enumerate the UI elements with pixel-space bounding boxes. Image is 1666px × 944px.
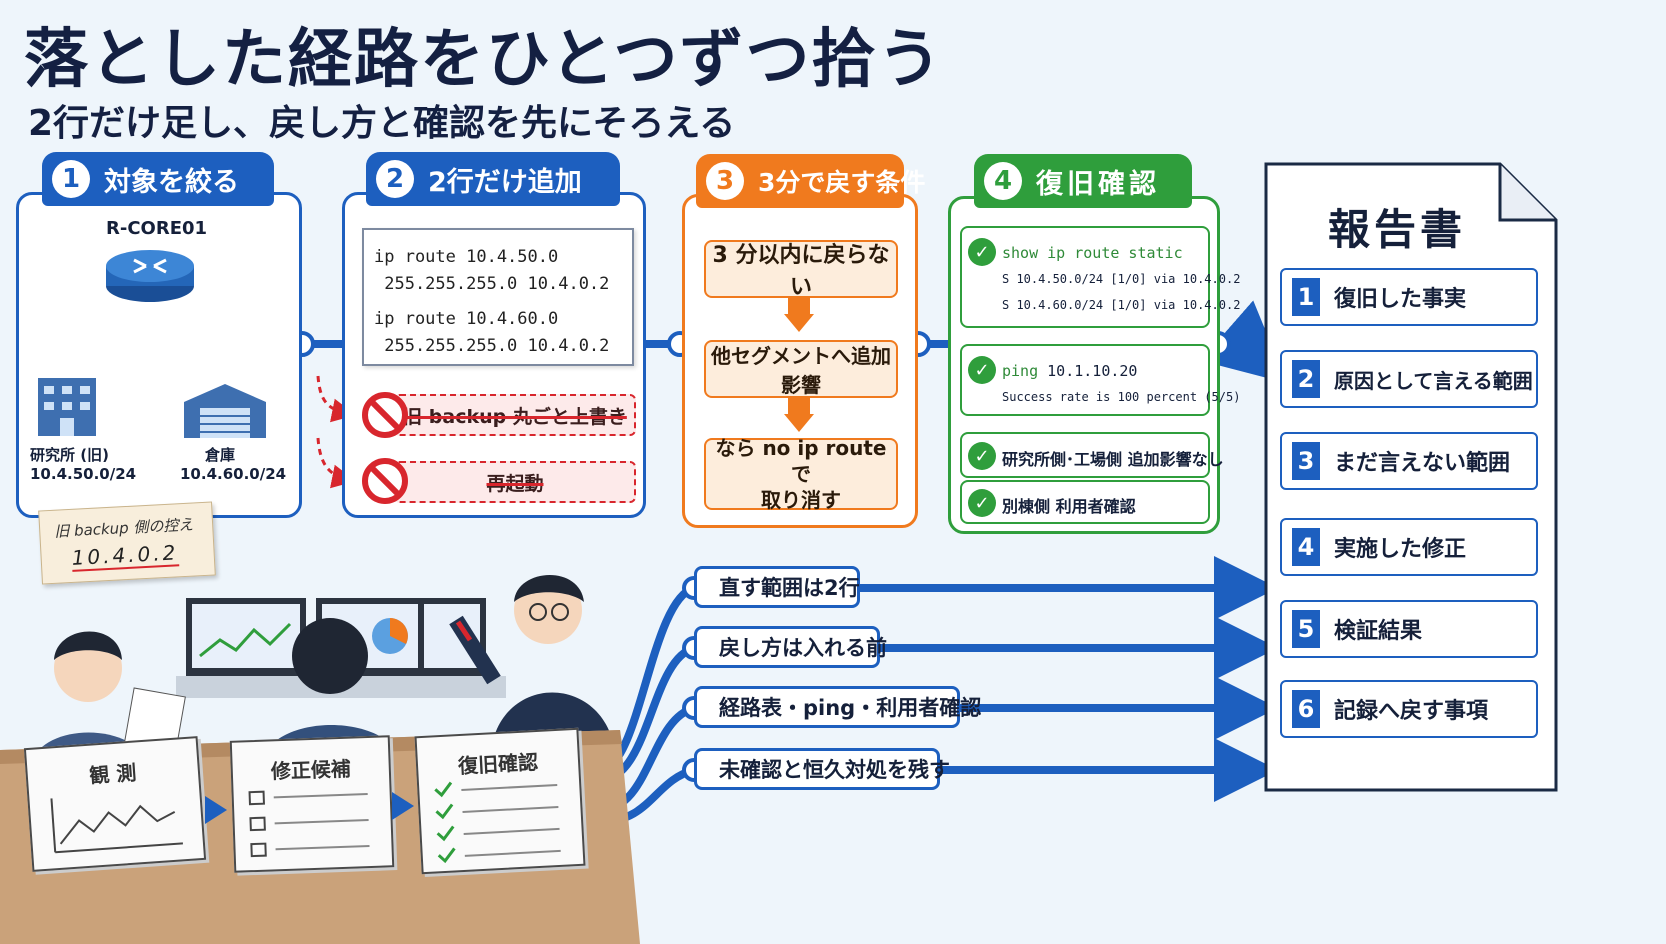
- check-user-confirm-label: 別棟側 利用者確認: [1002, 497, 1136, 516]
- sheet-fix-candidate-label: 修正候補: [270, 756, 352, 784]
- down-arrow-icon: [784, 314, 814, 332]
- route-config-snippet: ip route 10.4.50.0 255.255.255.0 10.4.0.…: [362, 228, 634, 366]
- step1-number: 1: [52, 160, 90, 198]
- prohibited-icon: [362, 392, 408, 438]
- check-other-sites-label: 研究所側･工場側 追加影響なし: [1002, 450, 1224, 469]
- rollback-action: なら no ip route で 取り消す: [704, 436, 898, 512]
- step2-tab: 2 2行だけ追加: [366, 152, 620, 206]
- report-title: 報告書: [1328, 205, 1467, 254]
- router-label: R-CORE01: [106, 218, 208, 239]
- rollback-condition-impact: 他セグメントへ追加影響: [704, 340, 898, 398]
- check-other-sites: ✓ 研究所側･工場側 追加影響なし: [960, 432, 1224, 478]
- flow-verification: 経路表・ping・利用者確認: [694, 686, 981, 728]
- step2-number: 2: [376, 160, 414, 198]
- down-arrow-icon: [788, 298, 810, 316]
- check-icon: ✓: [968, 442, 996, 470]
- check-route-output-1: S 10.4.50.0/24 [1/0] via 10.4.0.2: [1002, 272, 1241, 286]
- page-title: 落とした経路をひとつずつ拾う: [24, 23, 944, 97]
- step3-title: 3分で戻す条件: [758, 168, 926, 197]
- sheet-fix-candidate: 修正候補: [229, 735, 395, 873]
- check-ping-output: Success rate is 100 percent (5/5): [1002, 390, 1241, 404]
- step2-title: 2行だけ追加: [428, 166, 582, 198]
- code-line-4: 255.255.255.0 10.4.0.2: [374, 336, 610, 356]
- lab-building-icon: [38, 378, 96, 436]
- rollback-action-line2: 取り消す: [761, 488, 841, 512]
- checklist-icon: [434, 781, 561, 864]
- page-subtitle: 2行だけ足し、戻し方と確認を先にそろえる: [28, 103, 736, 144]
- arrow-right-icon: [392, 792, 414, 820]
- warehouse-site-label: 倉庫: [205, 446, 236, 464]
- check-icon: ✓: [968, 356, 996, 384]
- step1-panel: [16, 192, 302, 518]
- check-route-table: ✓ show ip route static S 10.4.50.0/24 [1…: [960, 226, 1240, 328]
- lab-site-label: 研究所 (旧): [30, 446, 109, 464]
- flow-scope: 直す範囲は2行: [694, 566, 860, 608]
- line-graph-icon: [50, 798, 183, 854]
- code-line-2: 255.255.255.0 10.4.0.2: [374, 274, 610, 294]
- forbid-overwrite: 旧 backup 丸ごと上書き: [394, 394, 636, 436]
- step3-tab: 3 3分で戻す条件: [696, 154, 925, 208]
- warehouse-icon: [184, 384, 266, 438]
- check-user-confirm: ✓ 別棟側 利用者確認: [960, 480, 1210, 524]
- sheet-observation: 観 測: [23, 736, 207, 872]
- step4-tab: 4 復旧確認: [974, 154, 1192, 208]
- arrow-right-icon: [205, 796, 227, 824]
- warehouse-network: 10.4.60.0/24: [180, 465, 287, 483]
- check-route-output-2: S 10.4.60.0/24 [1/0] via 10.4.0.2: [1002, 298, 1241, 312]
- backup-note-label: 旧 backup 側の控え: [53, 515, 194, 541]
- check-ping: ✓ ping 10.1.10.20 Success rate is 100 pe…: [960, 344, 1240, 416]
- code-line-3: ip route 10.4.60.0: [374, 309, 559, 329]
- check-ping-command: ping 10.1.10.20: [1002, 362, 1138, 380]
- step4-number: 4: [984, 162, 1022, 200]
- router-icon: [106, 250, 194, 302]
- check-icon: ✓: [968, 238, 996, 266]
- flow-rollback: 戻し方は入れる前: [694, 626, 887, 668]
- rollback-action-line1: なら no ip route で: [715, 436, 887, 486]
- check-icon: ✓: [968, 489, 996, 517]
- step4-title: 復旧確認: [1036, 168, 1160, 200]
- sheet-recovery-check: 復旧確認: [414, 727, 586, 875]
- lab-network: 10.4.50.0/24: [30, 465, 137, 483]
- step3-number: 3: [706, 162, 744, 200]
- check-route-command: show ip route static: [1002, 244, 1183, 262]
- prohibited-icon: [362, 458, 408, 504]
- down-arrow-icon: [788, 398, 810, 416]
- code-line-1: ip route 10.4.50.0: [374, 247, 559, 267]
- checkbox-list-icon: [248, 790, 370, 858]
- step1-title: 対象を絞る: [104, 166, 239, 198]
- forbid-reboot: 再起動: [394, 461, 636, 503]
- down-arrow-icon: [784, 414, 814, 432]
- rollback-condition-time: 3 分以内に戻らない: [704, 240, 898, 300]
- step1-tab: 1 対象を絞る: [42, 152, 274, 206]
- flow-pending: 未確認と恒久対処を残す: [694, 748, 950, 790]
